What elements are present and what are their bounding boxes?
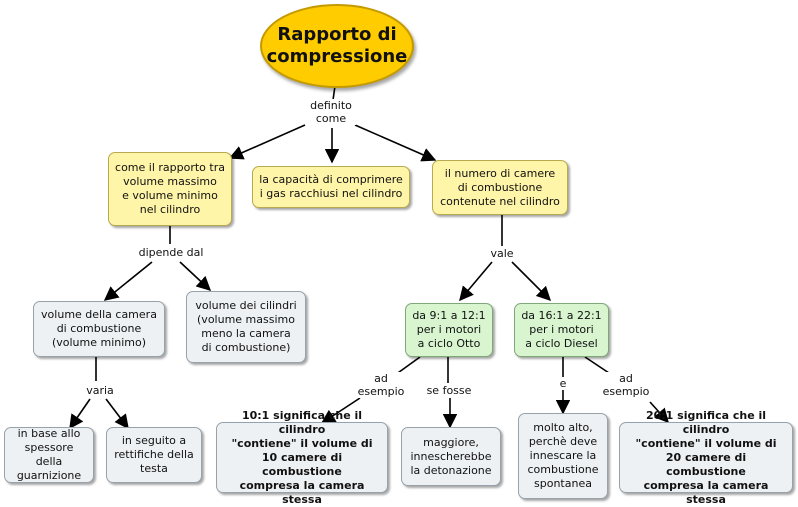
node-rapporto-volumi[interactable]: come il rapporto tra volume massimo e vo… [108,152,232,226]
node-ciclo-diesel-text: da 16:1 a 22:1 per i motori a ciclo Dies… [521,309,602,350]
node-volume-cilindri-text: volume dei cilindri (volume massimo meno… [195,299,297,354]
node-volume-camera[interactable]: volume della camera di combustione (volu… [33,301,165,357]
node-rettifiche-testa-text: in seguito a rettifiche della testa [114,434,194,475]
node-esempio-20-1-text: 20:1 significa che il cilindro "contiene… [635,408,777,506]
node-esempio-20-1[interactable]: 20:1 significa che il cilindro "contiene… [619,409,793,506]
link-label-definito-come: definito come [306,99,356,125]
root-concept-node[interactable]: Rapporto di compressione [260,4,414,88]
link-label-se-fosse: se fosse [424,384,474,397]
node-spessore-guarnizione[interactable]: in base allo spessore della guarnizione [4,427,94,483]
node-esempio-10-1[interactable]: 10:1 significa che il cilindro "contiene… [216,409,388,506]
node-ciclo-diesel[interactable]: da 16:1 a 22:1 per i motori a ciclo Dies… [514,303,609,357]
node-rettifiche-testa[interactable]: in seguito a rettifiche della testa [106,427,202,483]
node-maggiore-detonazione[interactable]: maggiore, innescherebbe la detonazione [401,427,501,486]
link-label-varia: varia [84,384,116,397]
node-numero-camere[interactable]: il numero di camere di combustione conte… [432,160,568,215]
node-numero-camere-text: il numero di camere di combustione conte… [440,166,560,208]
node-ciclo-otto-text: da 9:1 a 12:1 per i motori a ciclo Otto [412,309,486,350]
node-ciclo-otto[interactable]: da 9:1 a 12:1 per i motori a ciclo Otto [405,303,493,357]
node-capacita-text: la capacità di comprimere i gas racchius… [259,173,403,200]
node-maggiore-detonazione-text: maggiore, innescherebbe la detonazione [410,435,492,477]
node-volume-camera-text: volume della camera di combustione (volu… [41,308,157,349]
link-label-e: e [556,377,570,390]
link-label-ad-esempio-diesel: ad esempio [600,372,652,398]
link-label-dipende-dal: dipende dal [131,246,211,259]
link-label-vale: vale [485,247,519,260]
node-molto-alto[interactable]: molto alto, perchè deve innescare la com… [518,413,608,499]
node-capacita[interactable]: la capacità di comprimere i gas racchius… [252,166,410,208]
link-label-ad-esempio-otto: ad esempio [355,372,407,398]
root-concept-text: Rapporto di compressione [266,24,408,67]
node-spessore-guarnizione-text: in base allo spessore della guarnizione [16,427,82,482]
node-rapporto-volumi-text: come il rapporto tra volume massimo e vo… [115,161,225,216]
node-molto-alto-text: molto alto, perchè deve innescare la com… [527,421,599,490]
node-volume-cilindri[interactable]: volume dei cilindri (volume massimo meno… [186,291,306,363]
node-esempio-10-1-text: 10:1 significa che il cilindro "contiene… [231,408,373,506]
